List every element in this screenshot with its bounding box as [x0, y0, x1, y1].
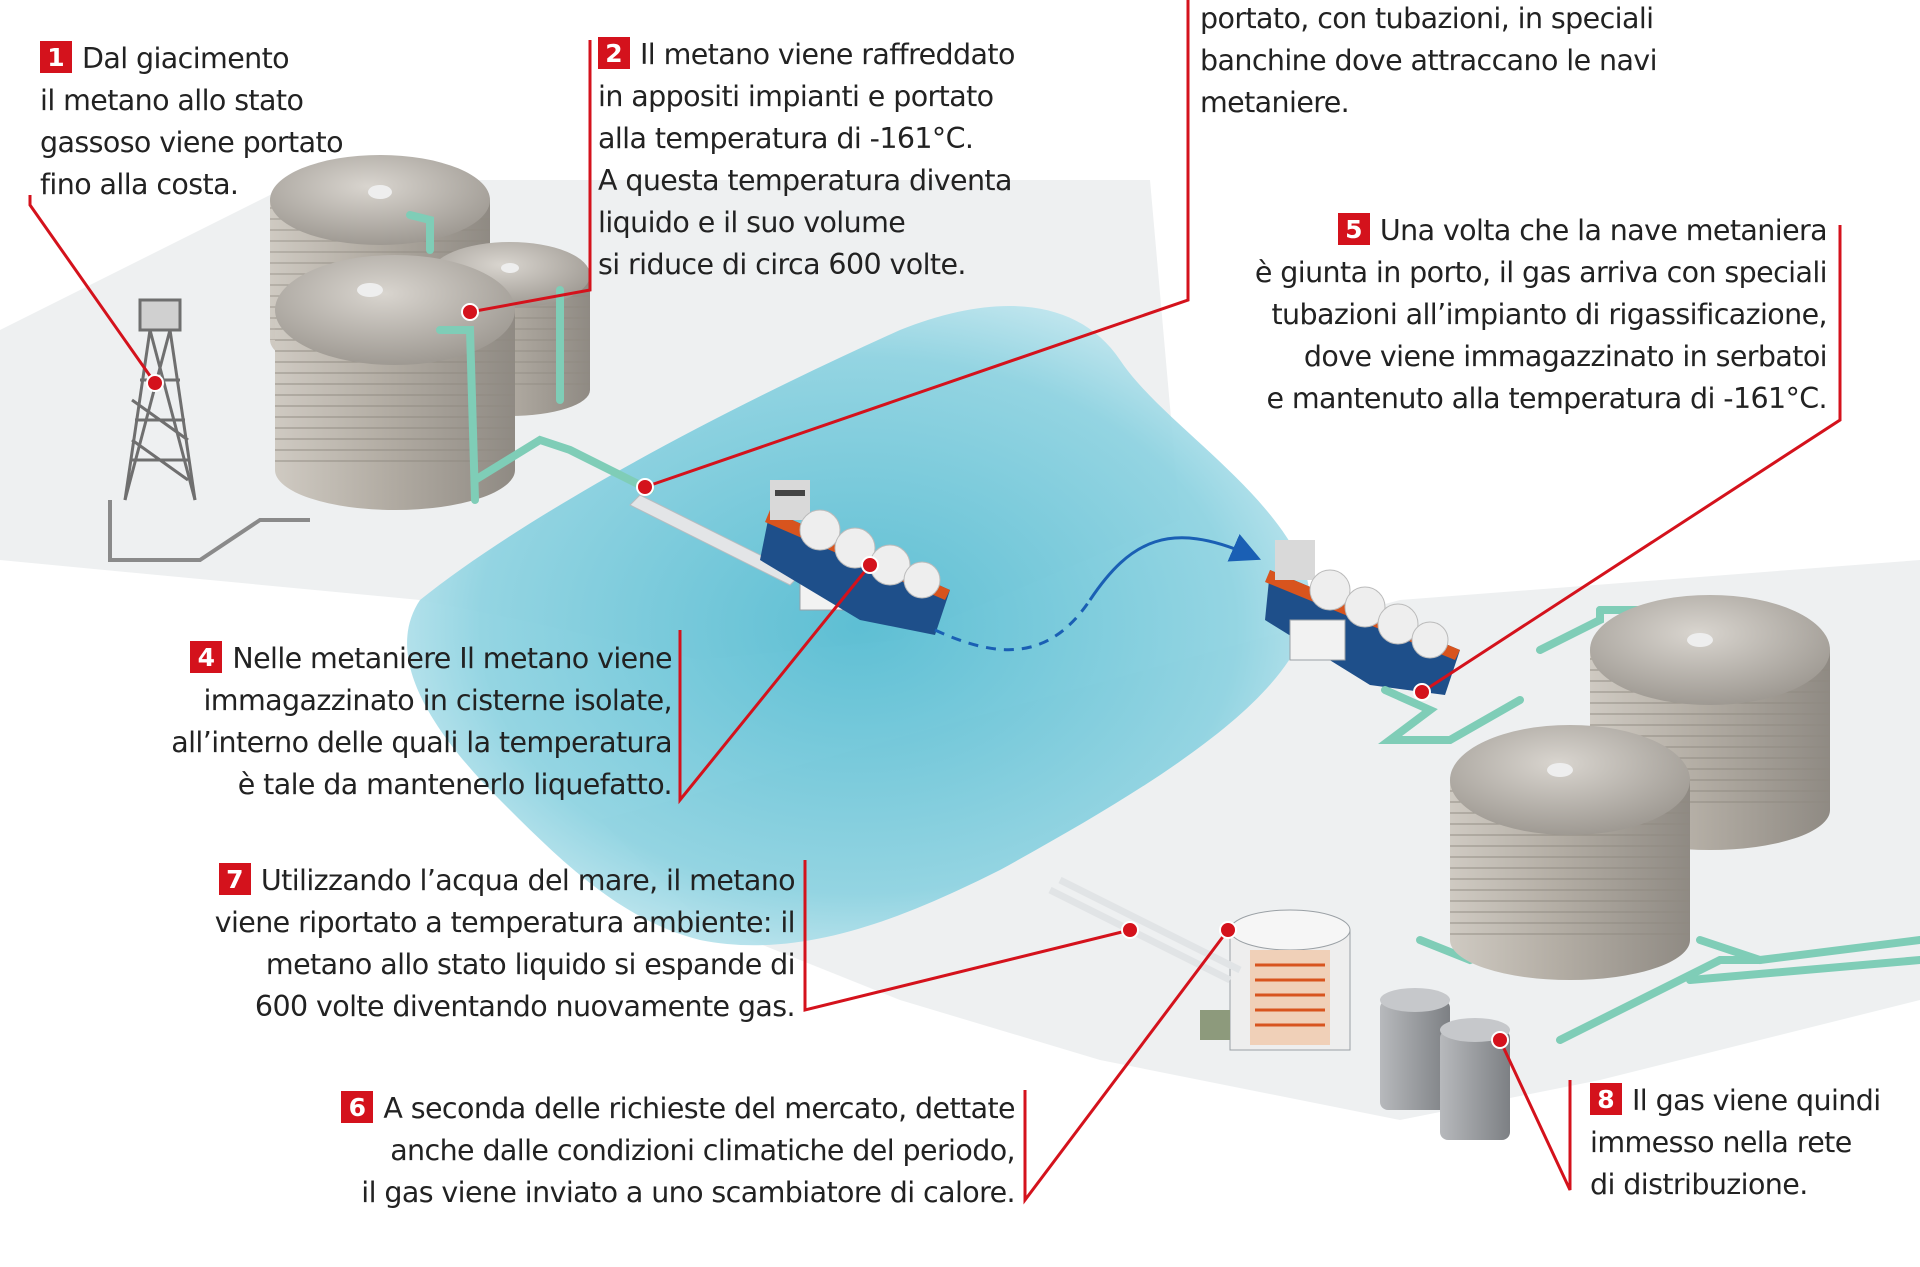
badge-5: 5 — [1337, 213, 1370, 245]
leader-8 — [1498, 1039, 1572, 1191]
ship-route-arrow — [934, 534, 1261, 652]
leader-2 — [469, 40, 592, 314]
dot-1 — [146, 374, 164, 392]
lng-carrier-ship-arriving — [1265, 540, 1460, 695]
lng-carrier-ship-departing — [760, 480, 950, 635]
pipeline-to-jetty — [406, 211, 654, 504]
leader-5 — [1421, 225, 1842, 694]
storage-tanks-origin — [270, 155, 590, 510]
sea — [407, 306, 1310, 946]
dot-8 — [1491, 1031, 1509, 1049]
callout-leaders — [28, 0, 1842, 1205]
badge-2: 2 — [598, 37, 630, 69]
badge-1: 1 — [40, 41, 72, 73]
heat-exchanger — [1200, 909, 1351, 1051]
dot-4 — [861, 556, 879, 574]
dot-5 — [1413, 683, 1431, 701]
badge-6: 6 — [341, 1091, 374, 1123]
dot-6 — [1219, 921, 1237, 939]
dot-3 — [636, 478, 654, 496]
distribution-tanks — [1380, 988, 1510, 1140]
badge-4: 4 — [190, 641, 223, 673]
leader-4 — [678, 564, 872, 805]
leader-6 — [1023, 929, 1230, 1205]
caption-3: portato, con tubazioni, in speciali banc… — [1200, 2, 1658, 119]
gas-derrick — [108, 298, 310, 562]
storage-tanks-regasification — [1450, 595, 1830, 980]
badge-8: 8 — [1590, 1083, 1622, 1115]
dot-7 — [1121, 921, 1139, 939]
badge-7: 7 — [218, 863, 251, 895]
leader-1 — [28, 195, 157, 384]
leader-7 — [803, 860, 1131, 1012]
dot-2 — [461, 303, 479, 321]
leader-3 — [644, 0, 1190, 489]
callout-dots — [146, 303, 1509, 1049]
